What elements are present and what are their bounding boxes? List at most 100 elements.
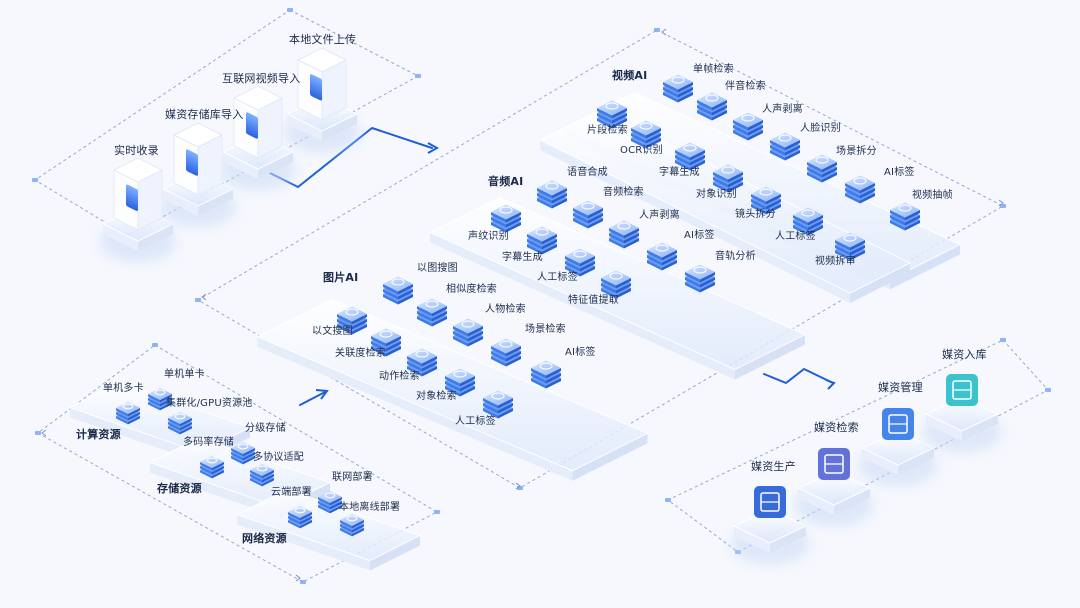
media-production-icon-base: [732, 508, 808, 544]
video-ai-tile-icon-layer: [663, 74, 693, 90]
frame-corner-marker: [665, 498, 671, 502]
image-ai-tile-icon-layer: [491, 356, 506, 367]
audio-ai-tile-icon-layer: [588, 208, 603, 219]
storage-tile-icon-layer: [231, 442, 255, 454]
video-ai-tile-icon-layer: [690, 160, 705, 171]
image-ai-tile-icon-layer: [386, 346, 401, 357]
video-ai-tile-icon-layer: [675, 150, 690, 161]
compute-tile-icon-layer: [168, 426, 180, 435]
video-ai-tile-icon-layer: [663, 87, 678, 98]
image-ai-tile-icon-glyph: [539, 362, 553, 370]
video-ai-item: 人声剥离: [762, 104, 803, 115]
ingest-internet-icon-emblem: [246, 112, 258, 139]
storage-title: 存储资源: [157, 482, 202, 495]
ingest-media-store-icon-emblem: [186, 149, 198, 176]
video-ai-tile-icon-layer: [860, 183, 875, 194]
video-ai-tile-icon-glyph: [843, 234, 857, 242]
media-frame: [667, 339, 1049, 553]
network-tile-icon-layer: [352, 524, 364, 533]
image-ai-tile-icon-layer: [491, 351, 506, 362]
media-warehouse-icon-base-side: [926, 414, 962, 441]
video-ai-tile-icon-layer: [808, 215, 823, 226]
video-ai-tile-icon-layer: [751, 204, 766, 215]
video-ai-tile-icon-glyph: [605, 102, 619, 110]
video-ai-tile-icon-layer: [905, 215, 920, 226]
storage-tile-icon-glyph: [237, 443, 249, 450]
audio-ai-tile-icon-glyph: [609, 272, 623, 280]
video-ai-tile-icon-layer: [807, 154, 837, 170]
storage-tile-icon-layer: [231, 452, 243, 461]
image-ai-tile-icon-layer: [468, 331, 483, 342]
network-tile-icon-layer: [288, 512, 300, 521]
image-ai-tile-icon-layer: [383, 284, 398, 295]
audio-ai-tile-icon-layer: [601, 278, 616, 289]
image-ai-item: 动作检索: [379, 371, 420, 382]
audio-ai-tile-icon-layer: [647, 250, 662, 261]
video-ai-tile-icon-layer: [860, 188, 875, 199]
storage-tile-icon-layer: [243, 452, 255, 461]
compute-tile-icon-layer: [148, 394, 160, 403]
video-ai-tile-icon-glyph: [815, 156, 829, 164]
image-ai-tile-icon-layer: [432, 311, 447, 322]
video-ai-tile-icon-layer: [697, 100, 712, 111]
ingest-internet-icon-base-side: [258, 152, 293, 179]
ingest-local-upload-icon: [296, 47, 348, 73]
video-ai-tile-icon-layer: [845, 183, 860, 194]
video-ai-tile-icon-glyph: [639, 122, 653, 130]
audio-ai-tile-icon-layer: [542, 239, 557, 250]
storage-tile-icon-layer: [262, 478, 274, 487]
image-ai-tile-icon-layer: [337, 319, 352, 330]
image-ai-tile-icon-layer: [498, 398, 513, 409]
video-ai-item: 场景拆分: [836, 146, 877, 157]
storage-tile-icon-layer: [250, 464, 274, 476]
image-ai-tile-icon-layer: [460, 376, 475, 387]
audio-ai-tile-icon-layer: [537, 188, 552, 199]
network-item: 本地离线部署: [339, 502, 401, 513]
audio-ai-tile-icon-layer: [552, 198, 567, 209]
audio-ai-tile-icon-layer: [573, 213, 588, 224]
image-ai-item: AI标签: [565, 347, 596, 358]
video-ai-tile-icon-layer: [713, 164, 743, 180]
ingest-realtime-icon-base-side: [138, 224, 173, 251]
audio-ai-tile-icon-layer: [542, 244, 557, 255]
ai-to-media-arrow: [763, 368, 834, 384]
video-ai-tile-icon-layer: [808, 220, 823, 231]
frame-chevron: [295, 574, 301, 582]
storage-tile-icon-layer: [212, 462, 224, 471]
audio-ai-item: 人声剥离: [639, 210, 680, 221]
image-ai-tile-icon-glyph: [461, 320, 475, 328]
audio-ai-tile-icon-layer: [700, 282, 715, 293]
image-ai-tile-icon-layer: [460, 386, 475, 397]
image-ai-tile-icon-layer: [445, 386, 460, 397]
video-ai-tile-icon-glyph: [853, 177, 867, 185]
ingest-label-internet: 互联网视频导入: [222, 72, 301, 85]
video-ai-title: 视频AI: [612, 69, 648, 82]
audio-ai-tile-icon-layer: [624, 228, 639, 239]
video-ai-item: 视频拆审: [815, 256, 856, 267]
audio-ai-tile-icon-layer: [506, 212, 521, 223]
video-ai-tile-icon-layer: [631, 138, 646, 149]
video-ai-tile-icon-layer: [808, 225, 823, 236]
audio-ai-tile-icon-layer: [601, 283, 616, 294]
audio-ai-tile-icon-glyph: [655, 244, 669, 252]
image-ai-tile-icon-layer: [386, 336, 401, 347]
ingest-media-store-icon-base-side: [198, 189, 233, 216]
image-ai-tile-icon-layer: [498, 408, 513, 419]
image-ai-tile-icon-layer: [371, 336, 386, 347]
video-ai-tile-icon-glyph: [671, 76, 685, 84]
storage-tile-icon-glyph: [256, 465, 268, 472]
image-ai-tile-icon-layer: [506, 346, 521, 357]
video-ai-tile-icon-glyph: [683, 144, 697, 152]
video-ai-tile-icon-layer: [631, 128, 646, 139]
video-ai-item: 单帧检索: [693, 64, 734, 75]
video-ai-tile-icon-layer: [905, 220, 920, 231]
video-ai-tile-icon-layer: [712, 105, 727, 116]
image-ai-tile-icon-layer: [491, 338, 521, 354]
audio-ai-tile-icon-layer: [573, 218, 588, 229]
audio-ai-tile-icon-layer: [527, 244, 542, 255]
network-tile-icon-layer: [352, 528, 364, 537]
video-ai-tile-icon-layer: [612, 118, 627, 129]
video-ai-item: 字幕生成: [659, 167, 700, 178]
image-ai-tile-icon-layer: [453, 318, 483, 334]
video-ai-tile-icon-layer: [785, 150, 800, 161]
